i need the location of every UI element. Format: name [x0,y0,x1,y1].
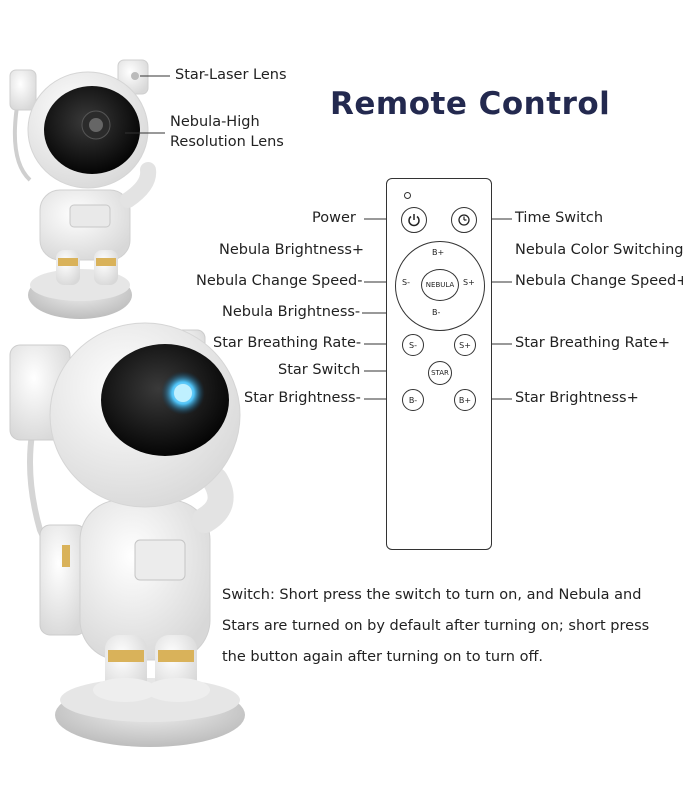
callout-time-switch: Time Switch [515,210,604,226]
remote-control: B+ S- NEBULA S+ B- S- S+ STAR B- B+ [386,178,492,550]
callout-nebula-brightness-plus: Nebula Brightness+ [219,242,365,258]
callout-star-breathing-rate-minus: Star Breathing Rate- [213,335,362,351]
star-breathing-minus-button[interactable]: S- [402,334,424,356]
power-button[interactable] [401,207,427,233]
star-brightness-plus-button[interactable]: B+ [454,389,476,411]
nebula-speed-minus-key[interactable]: S- [402,278,410,287]
star-brightness-minus-button[interactable]: B- [402,389,424,411]
callout-star-switch: Star Switch [278,362,361,378]
astronaut-small [9,59,157,319]
nebula-brightness-plus-key[interactable]: B+ [432,248,445,257]
callout-power: Power [312,210,356,226]
nebula-speed-plus-key[interactable]: S+ [463,278,475,287]
callout-nebula-change-speed-minus: Nebula Change Speed- [196,273,363,289]
nebula-center-button[interactable]: NEBULA [421,269,459,301]
timer-button[interactable] [451,207,477,233]
timer-icon [458,214,470,226]
nebula-lens-label-line2: Resolution Lens [170,134,284,150]
nebula-brightness-minus-key[interactable]: B- [432,308,441,317]
usage-note: Switch: Short press the switch to turn o… [222,587,650,665]
star-switch-button[interactable]: STAR [428,361,452,385]
callout-star-brightness-plus: Star Brightness+ [515,390,639,406]
callout-nebula-brightness-minus: Nebula Brightness- [222,304,361,320]
nebula-lens-label-line1: Nebula-High [170,114,260,130]
callout-star-breathing-rate-plus: Star Breathing Rate+ [515,335,671,351]
callout-nebula-change-speed-plus: Nebula Change Speed+ [515,273,683,289]
power-icon [408,214,420,227]
astronaut-large [9,322,245,747]
star-laser-lens-label: Star-Laser Lens [175,67,287,83]
page-title: Remote Control [330,86,611,122]
callout-nebula-color-switching: Nebula Color Switching [515,242,683,258]
callout-star-brightness-minus: Star Brightness- [244,390,361,406]
star-breathing-plus-button[interactable]: S+ [454,334,476,356]
indicator-led [404,192,411,199]
